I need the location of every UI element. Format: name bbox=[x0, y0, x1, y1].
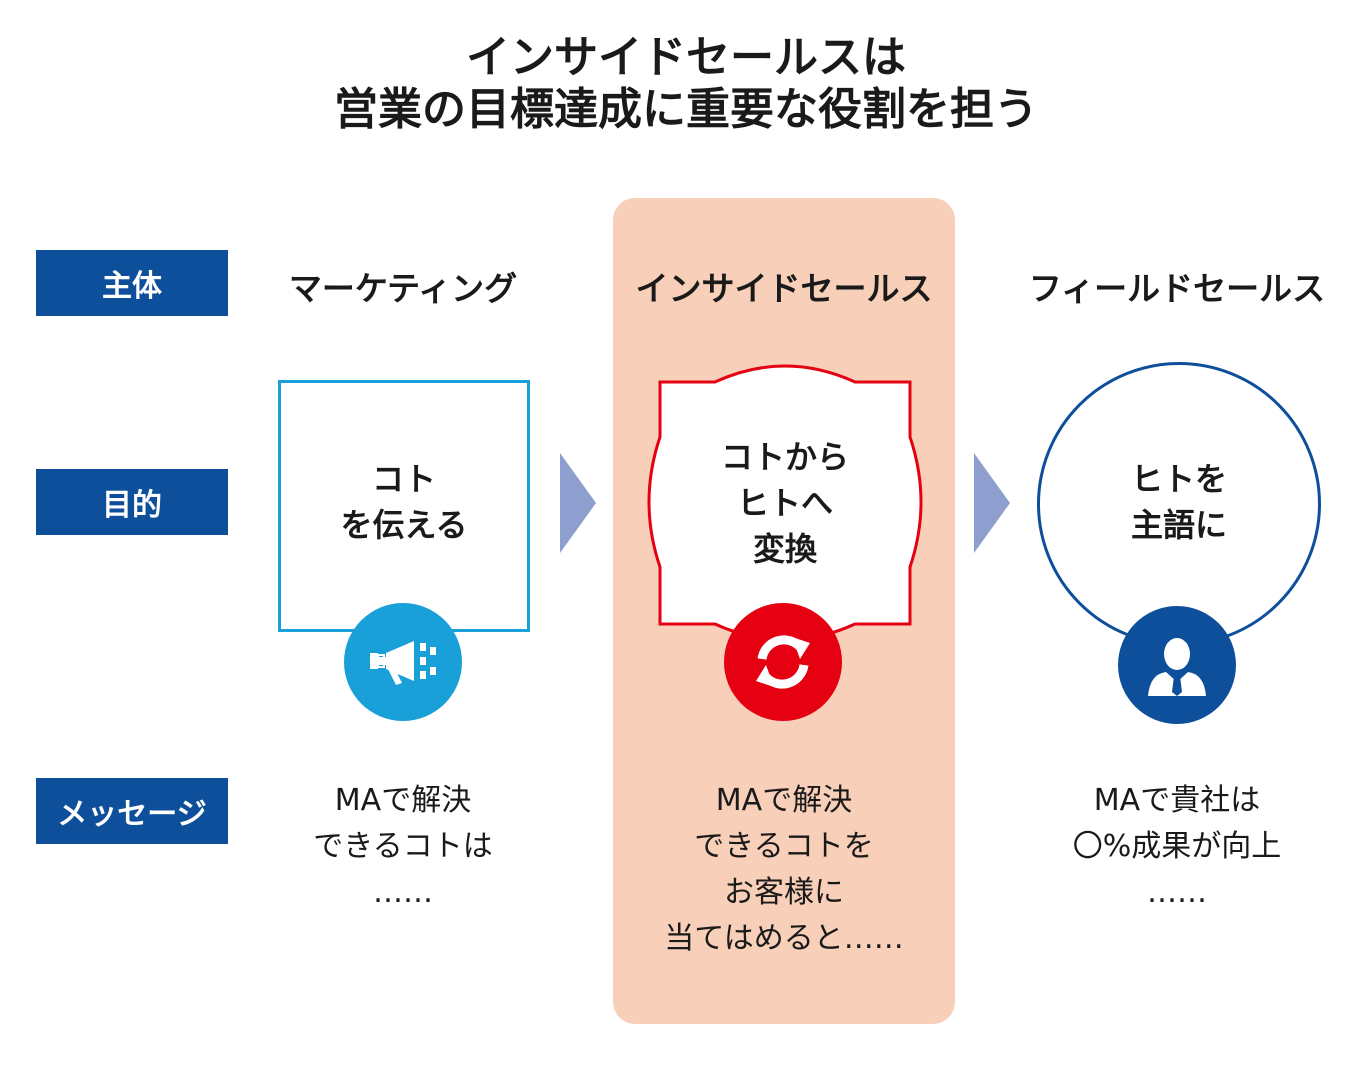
inside-sales-purpose: コトから ヒトへ 変換 bbox=[640, 434, 930, 572]
field-sales-purpose: ヒトを 主語に bbox=[1037, 456, 1321, 548]
inside-sales-message-line: 当てはめると…… bbox=[664, 921, 904, 956]
col-head-field-sales: フィールドセールス bbox=[1028, 269, 1326, 308]
inside-sales-purpose-line: 変換 bbox=[752, 530, 817, 568]
inside-sales-purpose-line: コトから bbox=[720, 438, 849, 476]
field-sales-message: MAで貴社は 〇%成果が向上 …… bbox=[1027, 778, 1327, 916]
inside-sales-message-line: MAで解決 bbox=[715, 783, 853, 818]
inside-sales-purpose-line: ヒトへ bbox=[736, 484, 833, 522]
marketing-square bbox=[278, 380, 530, 632]
arrow-right-icon bbox=[560, 453, 596, 553]
inside-sales-message: MAで解決 できるコトを お客様に 当てはめると…… bbox=[613, 778, 955, 962]
title-line-1: インサイドセールスは bbox=[466, 32, 906, 83]
row-label-subject: 主体 bbox=[36, 250, 228, 316]
title-line-2: 営業の目標達成に重要な役割を担う bbox=[334, 84, 1038, 135]
field-sales-message-line: 〇%成果が向上 bbox=[1072, 829, 1282, 864]
field-sales-message-line: …… bbox=[1147, 875, 1207, 910]
field-sales-message-line: MAで貴社は bbox=[1093, 783, 1261, 818]
inside-sales-message-line: できるコトを bbox=[694, 829, 874, 864]
field-sales-purpose-line: 主語に bbox=[1130, 506, 1227, 544]
megaphone-icon bbox=[344, 603, 462, 721]
field-sales-purpose-line: ヒトを bbox=[1130, 460, 1227, 498]
person-icon bbox=[1118, 606, 1236, 724]
marketing-message-line: MAで解決 bbox=[334, 783, 472, 818]
marketing-message-line: …… bbox=[373, 875, 433, 910]
inside-sales-badge bbox=[647, 364, 923, 642]
arrow-right-icon bbox=[974, 453, 1010, 553]
marketing-purpose-line: を伝える bbox=[340, 506, 468, 544]
marketing-message-line: できるコトは bbox=[313, 829, 493, 864]
col-head-marketing: マーケティング bbox=[288, 269, 518, 308]
marketing-purpose-line: コト bbox=[371, 460, 436, 498]
inside-sales-message-line: お客様に bbox=[724, 875, 844, 910]
row-label-message: メッセージ bbox=[36, 778, 228, 844]
row-label-purpose: 目的 bbox=[36, 469, 228, 535]
refresh-icon bbox=[724, 603, 842, 721]
col-head-inside-sales: インサイドセールス bbox=[635, 269, 933, 308]
marketing-purpose: コト を伝える bbox=[278, 456, 530, 548]
marketing-message: MAで解決 できるコトは …… bbox=[253, 778, 553, 916]
